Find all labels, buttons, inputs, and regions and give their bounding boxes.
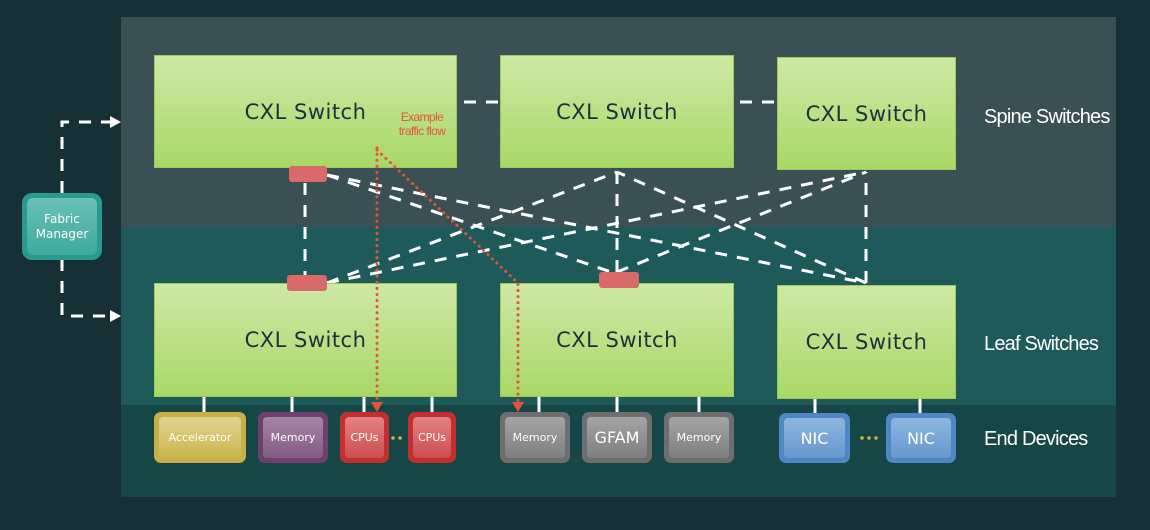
switch-label: CXL Switch (805, 330, 928, 354)
device-accelerator[interactable]: Accelerator (154, 412, 246, 463)
device-label: Accelerator (159, 417, 241, 458)
band-label-end: End Devices (984, 428, 1088, 450)
leaf-switch-2[interactable]: CXL Switch (500, 283, 734, 397)
arrow-icon (110, 116, 121, 128)
switch-label: CXL Switch (556, 328, 678, 352)
spine-switch-2[interactable]: CXL Switch (500, 55, 734, 168)
device-label: GFAM (587, 417, 647, 458)
device-memory[interactable]: Memory (500, 412, 570, 463)
device-label: NIC (784, 418, 845, 458)
switch-label: CXL Switch (556, 99, 678, 124)
fabric-manager-label: Fabric Manager (27, 198, 97, 255)
device-nic[interactable]: NIC (886, 413, 956, 463)
device-label: Memory (505, 417, 565, 458)
device-memory[interactable]: Memory (258, 412, 328, 463)
traffic-flow-label: Example traffic flow (398, 110, 446, 138)
device-memory[interactable]: Memory (664, 412, 734, 463)
band-label-spine: Spine Switches (984, 106, 1110, 128)
device-label: CPUs (413, 417, 451, 458)
device-cpus[interactable]: CPUs (340, 412, 389, 463)
spine-switch-3[interactable]: CXL Switch (777, 57, 956, 170)
device-label: Memory (669, 417, 729, 458)
leaf-switch-3[interactable]: CXL Switch (777, 285, 956, 399)
switch-label: CXL Switch (244, 99, 367, 124)
device-gfam[interactable]: GFAM (582, 412, 652, 463)
band-label-leaf: Leaf Switches (984, 333, 1099, 355)
device-label: NIC (891, 418, 951, 458)
leaf-switch-1[interactable]: CXL Switch (154, 283, 457, 397)
switch-label: CXL Switch (805, 101, 928, 126)
fabric-manager[interactable]: Fabric Manager (22, 193, 102, 260)
device-label: Memory (263, 417, 323, 458)
arrow-icon (110, 310, 121, 322)
device-nic[interactable]: NIC (779, 413, 850, 463)
device-label: CPUs (345, 417, 384, 458)
switch-label: CXL Switch (244, 328, 367, 352)
device-cpus[interactable]: CPUs (408, 412, 456, 463)
